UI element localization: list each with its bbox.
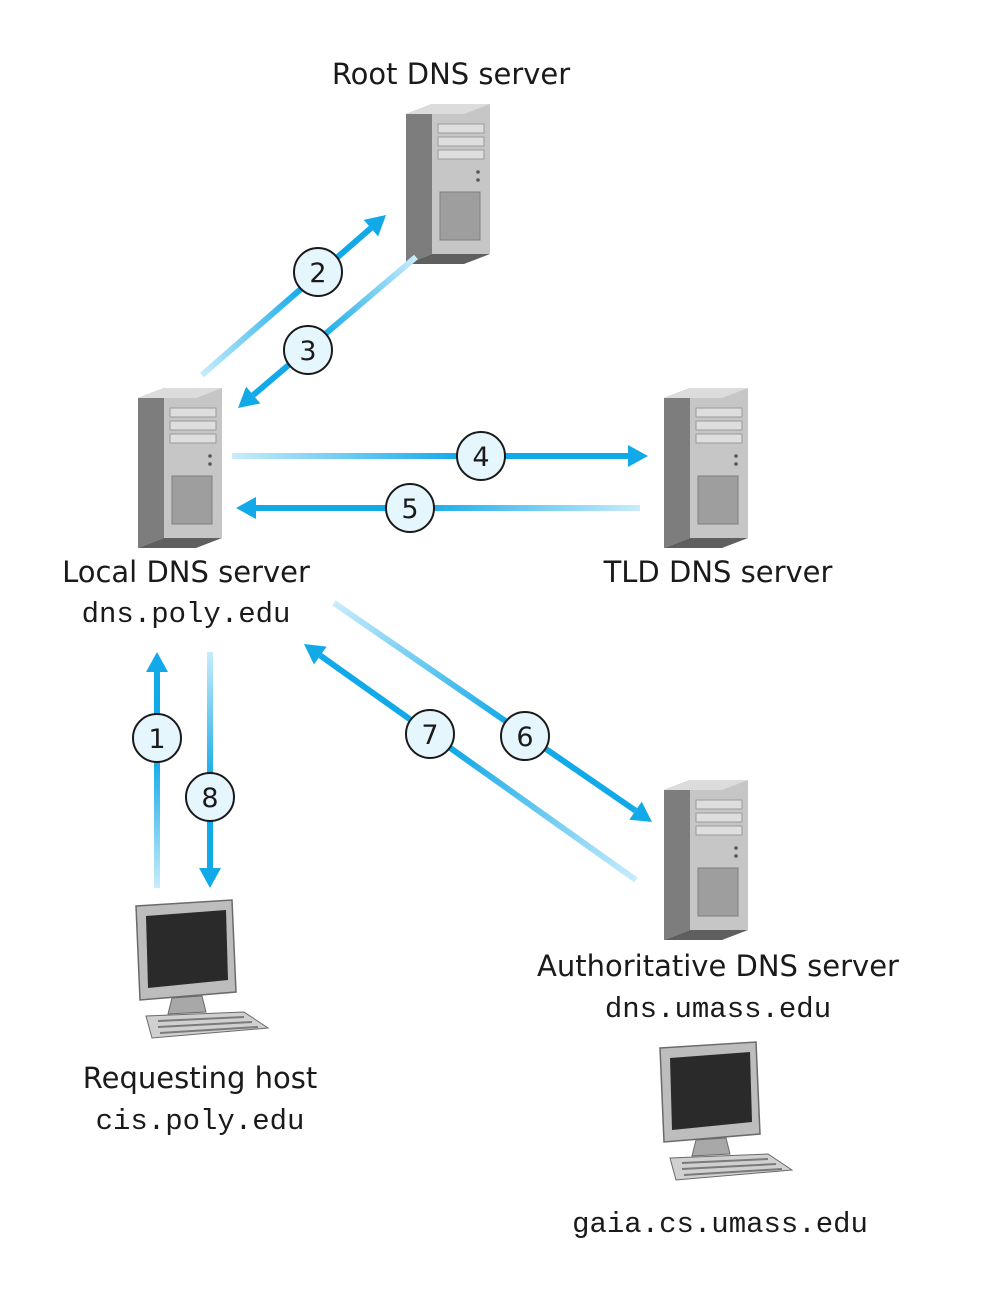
arrow-step-6 xyxy=(332,600,638,814)
arrow-step-3 xyxy=(251,254,418,398)
step-number-7: 7 xyxy=(421,720,438,751)
arrowhead-step-6 xyxy=(629,801,652,822)
arrowhead-step-8 xyxy=(199,868,221,888)
step-number-6: 6 xyxy=(516,722,533,753)
tld-dns-server-label: TLD DNS server xyxy=(603,555,833,589)
target-host-computer-icon xyxy=(659,1041,793,1181)
step-circle-8 xyxy=(185,772,235,822)
step-circle-3 xyxy=(283,325,333,375)
step-number-5: 5 xyxy=(401,494,418,525)
root-dns-server-icon xyxy=(405,103,491,265)
arrowhead-step-5 xyxy=(236,497,256,519)
step-circle-6 xyxy=(500,711,550,761)
tld-dns-server-icon xyxy=(663,387,749,549)
step-number-1: 1 xyxy=(148,724,165,755)
arrowhead-step-4 xyxy=(628,445,648,467)
arrowhead-step-1 xyxy=(146,652,168,672)
authoritative-dns-server-label: Authoritative DNS server xyxy=(537,949,899,983)
step-number-3: 3 xyxy=(299,336,316,367)
local-dns-server-label: Local DNS server xyxy=(62,555,310,589)
step-markers: 1 2 3 4 5 6 7 8 xyxy=(132,247,550,822)
step-circle-2 xyxy=(293,247,343,297)
requesting-host-computer-icon xyxy=(135,899,269,1039)
requesting-host-name: cis.poly.edu xyxy=(96,1105,305,1138)
authoritative-dns-server-host: dns.umass.edu xyxy=(605,993,831,1026)
local-dns-server-icon xyxy=(137,387,223,549)
root-dns-server-label: Root DNS server xyxy=(332,57,570,91)
arrow-step-2 xyxy=(200,225,373,378)
message-arrows xyxy=(146,215,652,888)
arrowhead-step-3 xyxy=(238,386,261,408)
step-circle-1 xyxy=(132,713,182,763)
arrowhead-step-7 xyxy=(304,644,327,665)
step-number-2: 2 xyxy=(309,258,326,289)
arrow-step-7 xyxy=(318,653,638,883)
requesting-host-label: Requesting host xyxy=(83,1061,317,1095)
step-number-4: 4 xyxy=(472,442,489,473)
arrowhead-step-2 xyxy=(363,215,386,237)
step-circle-5 xyxy=(385,483,435,533)
step-number-8: 8 xyxy=(201,783,218,814)
authoritative-dns-server-icon xyxy=(663,779,749,941)
step-circle-7 xyxy=(405,709,455,759)
step-circle-4 xyxy=(456,431,506,481)
target-host-name: gaia.cs.umass.edu xyxy=(572,1208,868,1241)
local-dns-server-host: dns.poly.edu xyxy=(82,598,291,631)
